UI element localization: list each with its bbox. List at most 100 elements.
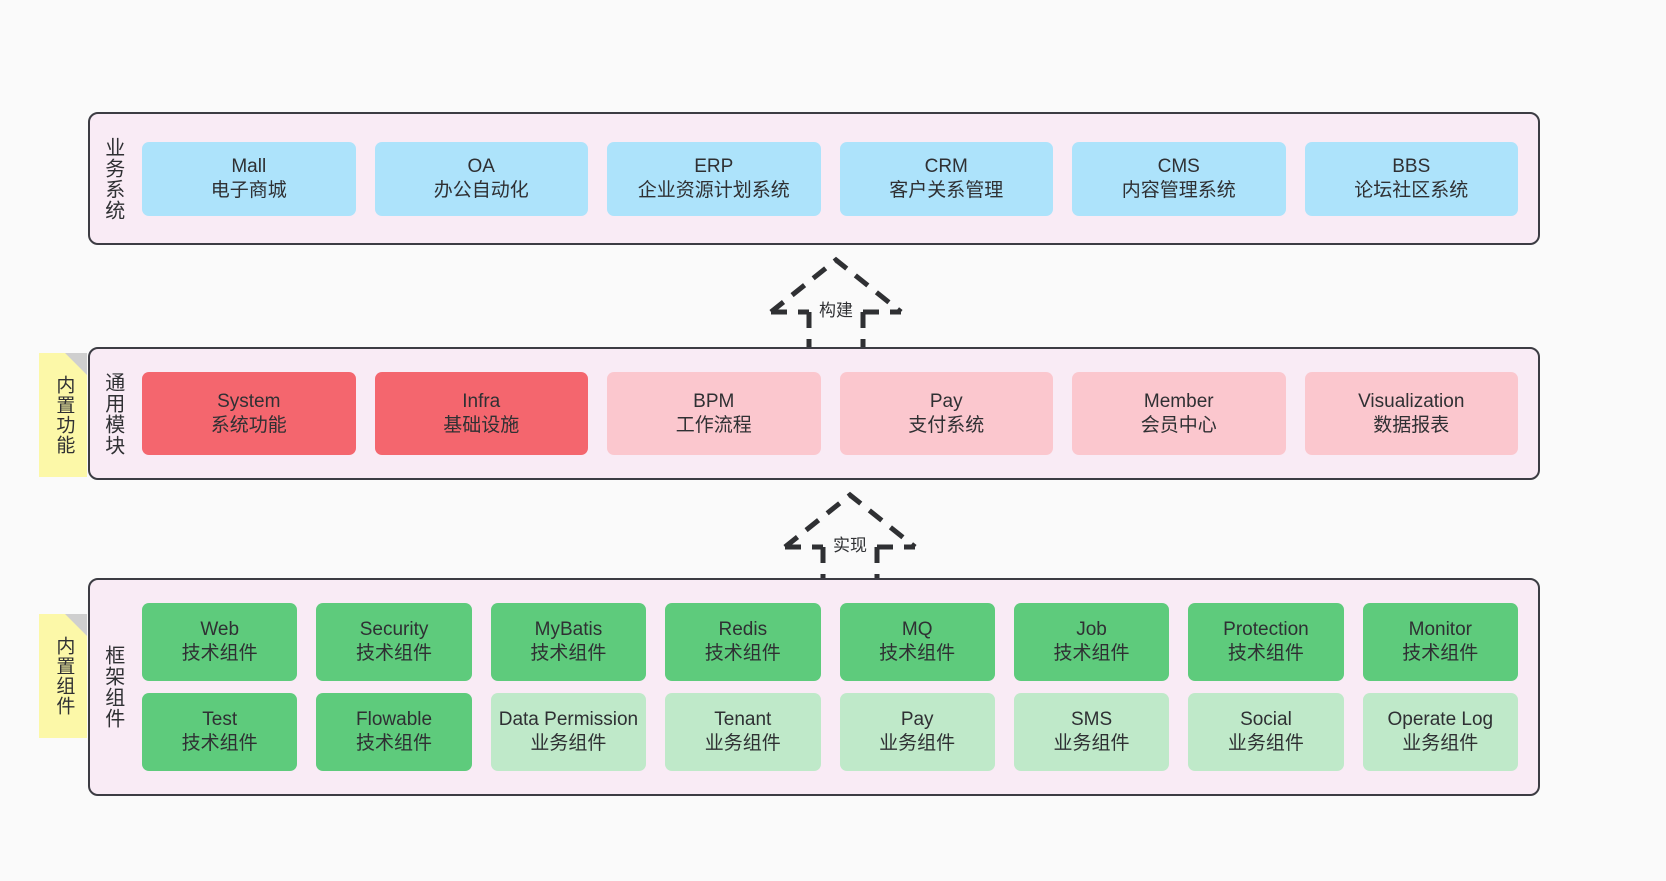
card-row: Mall 电子商城 OA 办公自动化 ERP 企业资源计划系统 CRM 客户关系…: [142, 141, 1518, 216]
card-operate-log[interactable]: Operate Log 业务组件: [1362, 693, 1518, 771]
arrow-realize-icon: [783, 491, 917, 583]
card-mq[interactable]: MQ 技术组件: [839, 603, 995, 681]
card-tenant[interactable]: Tenant 业务组件: [665, 693, 821, 771]
card-title: Security: [359, 619, 429, 641]
card-row: Test 技术组件 Flowable 技术组件 Data Permission …: [142, 693, 1518, 771]
card-subtitle: 技术组件: [1402, 643, 1479, 664]
card-subtitle: 技术组件: [879, 643, 956, 664]
layer-title-framework: 框架组件: [101, 645, 124, 729]
card-social[interactable]: Social 业务组件: [1188, 693, 1344, 771]
card-subtitle: 业务组件: [1227, 733, 1304, 754]
card-title: CRM: [924, 155, 968, 177]
card-mybatis[interactable]: MyBatis 技术组件: [490, 603, 647, 681]
card-subtitle: 数据报表: [1373, 414, 1450, 436]
card-test[interactable]: Test 技术组件: [142, 693, 298, 771]
card-title: Flowable: [356, 709, 433, 731]
card-title: Infra: [462, 390, 501, 412]
card-web[interactable]: Web 技术组件: [142, 603, 298, 681]
card-sms[interactable]: SMS 业务组件: [1013, 693, 1170, 771]
card-subtitle: 系统功能: [210, 414, 287, 436]
card-subtitle: 基础设施: [443, 414, 520, 436]
card-title: Member: [1143, 390, 1214, 412]
card-redis[interactable]: Redis 技术组件: [665, 603, 821, 681]
note-builtin-function: 内置功能: [39, 353, 87, 477]
card-pay-business[interactable]: Pay 业务组件: [839, 693, 995, 771]
card-subtitle: 业务组件: [879, 733, 956, 754]
layer-common-modules: 通用模块 System 系统功能 Infra 基础设施 BPM 工作流程 Pay…: [88, 347, 1540, 480]
card-subtitle: 论坛社区系统: [1354, 179, 1469, 201]
card-title: BBS: [1392, 155, 1431, 177]
card-subtitle: 技术组件: [704, 643, 781, 664]
layer-title-business: 业务系统: [101, 136, 124, 221]
layer-body-framework: Web 技术组件 Security 技术组件 MyBatis 技术组件 Redi…: [134, 580, 1538, 794]
card-security[interactable]: Security 技术组件: [316, 603, 472, 681]
card-flowable[interactable]: Flowable 技术组件: [316, 693, 472, 771]
card-subtitle: 技术组件: [356, 733, 433, 754]
card-title: OA: [467, 155, 495, 177]
card-title: Protection: [1223, 619, 1309, 641]
card-title: Tenant: [714, 709, 772, 731]
arrow-build: 构建: [761, 252, 911, 348]
card-subtitle: 企业资源计划系统: [637, 179, 790, 201]
card-subtitle: 会员中心: [1140, 414, 1217, 436]
card-subtitle: 客户关系管理: [889, 179, 1004, 201]
card-oa[interactable]: OA 办公自动化: [374, 141, 588, 216]
card-title: Mall: [231, 155, 267, 177]
card-title: Operate Log: [1387, 709, 1494, 731]
card-bpm[interactable]: BPM 工作流程: [607, 372, 821, 455]
card-pay[interactable]: Pay 支付系统: [839, 372, 1053, 455]
card-subtitle: 业务组件: [1053, 733, 1130, 754]
layer-body-business: Mall 电子商城 OA 办公自动化 ERP 企业资源计划系统 CRM 客户关系…: [134, 114, 1538, 243]
card-subtitle: 技术组件: [1227, 643, 1304, 664]
arrow-build-icon: [769, 256, 903, 348]
card-row: System 系统功能 Infra 基础设施 BPM 工作流程 Pay 支付系统…: [142, 372, 1518, 455]
note-fold-icon: [65, 353, 87, 375]
note-label: 内置功能: [53, 375, 75, 455]
card-infra[interactable]: Infra 基础设施: [374, 372, 588, 455]
card-monitor[interactable]: Monitor 技术组件: [1362, 603, 1518, 681]
arrow-build-label: 构建: [819, 301, 853, 320]
card-subtitle: 技术组件: [1053, 643, 1130, 664]
card-subtitle: 技术组件: [356, 643, 433, 664]
card-job[interactable]: Job 技术组件: [1013, 603, 1170, 681]
card-title: ERP: [694, 155, 734, 177]
card-subtitle: 内容管理系统: [1121, 179, 1236, 201]
card-subtitle: 技术组件: [181, 733, 258, 754]
card-bbs[interactable]: BBS 论坛社区系统: [1304, 141, 1518, 216]
card-title: Monitor: [1408, 619, 1472, 641]
card-title: CMS: [1157, 155, 1200, 177]
card-protection[interactable]: Protection 技术组件: [1188, 603, 1344, 681]
card-subtitle: 技术组件: [530, 643, 607, 664]
card-subtitle: 电子商城: [210, 179, 287, 201]
note-label: 内置组件: [53, 636, 75, 716]
card-crm[interactable]: CRM 客户关系管理: [839, 141, 1053, 216]
card-visualization[interactable]: Visualization 数据报表: [1304, 372, 1518, 455]
card-member[interactable]: Member 会员中心: [1072, 372, 1286, 455]
card-title: Pay: [929, 390, 963, 412]
card-system[interactable]: System 系统功能: [142, 372, 356, 455]
layer-title-common: 通用模块: [101, 371, 124, 456]
card-title: MQ: [901, 619, 933, 641]
card-subtitle: 技术组件: [181, 643, 258, 664]
card-subtitle: 工作流程: [675, 414, 752, 436]
card-subtitle: 业务组件: [704, 733, 781, 754]
card-cms[interactable]: CMS 内容管理系统: [1072, 141, 1286, 216]
card-subtitle: 办公自动化: [433, 179, 529, 201]
card-data-permission[interactable]: Data Permission 业务组件: [490, 693, 647, 771]
card-title: System: [217, 390, 281, 412]
card-title: MyBatis: [534, 619, 603, 641]
card-mall[interactable]: Mall 电子商城: [142, 141, 356, 216]
layer-body-common: System 系统功能 Infra 基础设施 BPM 工作流程 Pay 支付系统…: [134, 349, 1538, 478]
card-subtitle: 支付系统: [908, 414, 985, 436]
note-builtin-component: 内置组件: [39, 614, 87, 738]
card-title: Redis: [718, 619, 768, 641]
card-subtitle: 业务组件: [1402, 733, 1479, 754]
card-title: Data Permission: [498, 709, 639, 731]
card-title: SMS: [1070, 709, 1113, 731]
card-row: Web 技术组件 Security 技术组件 MyBatis 技术组件 Redi…: [142, 603, 1518, 681]
note-fold-icon: [65, 614, 87, 636]
card-title: Job: [1076, 619, 1107, 641]
card-title: Pay: [900, 709, 934, 731]
card-erp[interactable]: ERP 企业资源计划系统: [607, 141, 821, 216]
